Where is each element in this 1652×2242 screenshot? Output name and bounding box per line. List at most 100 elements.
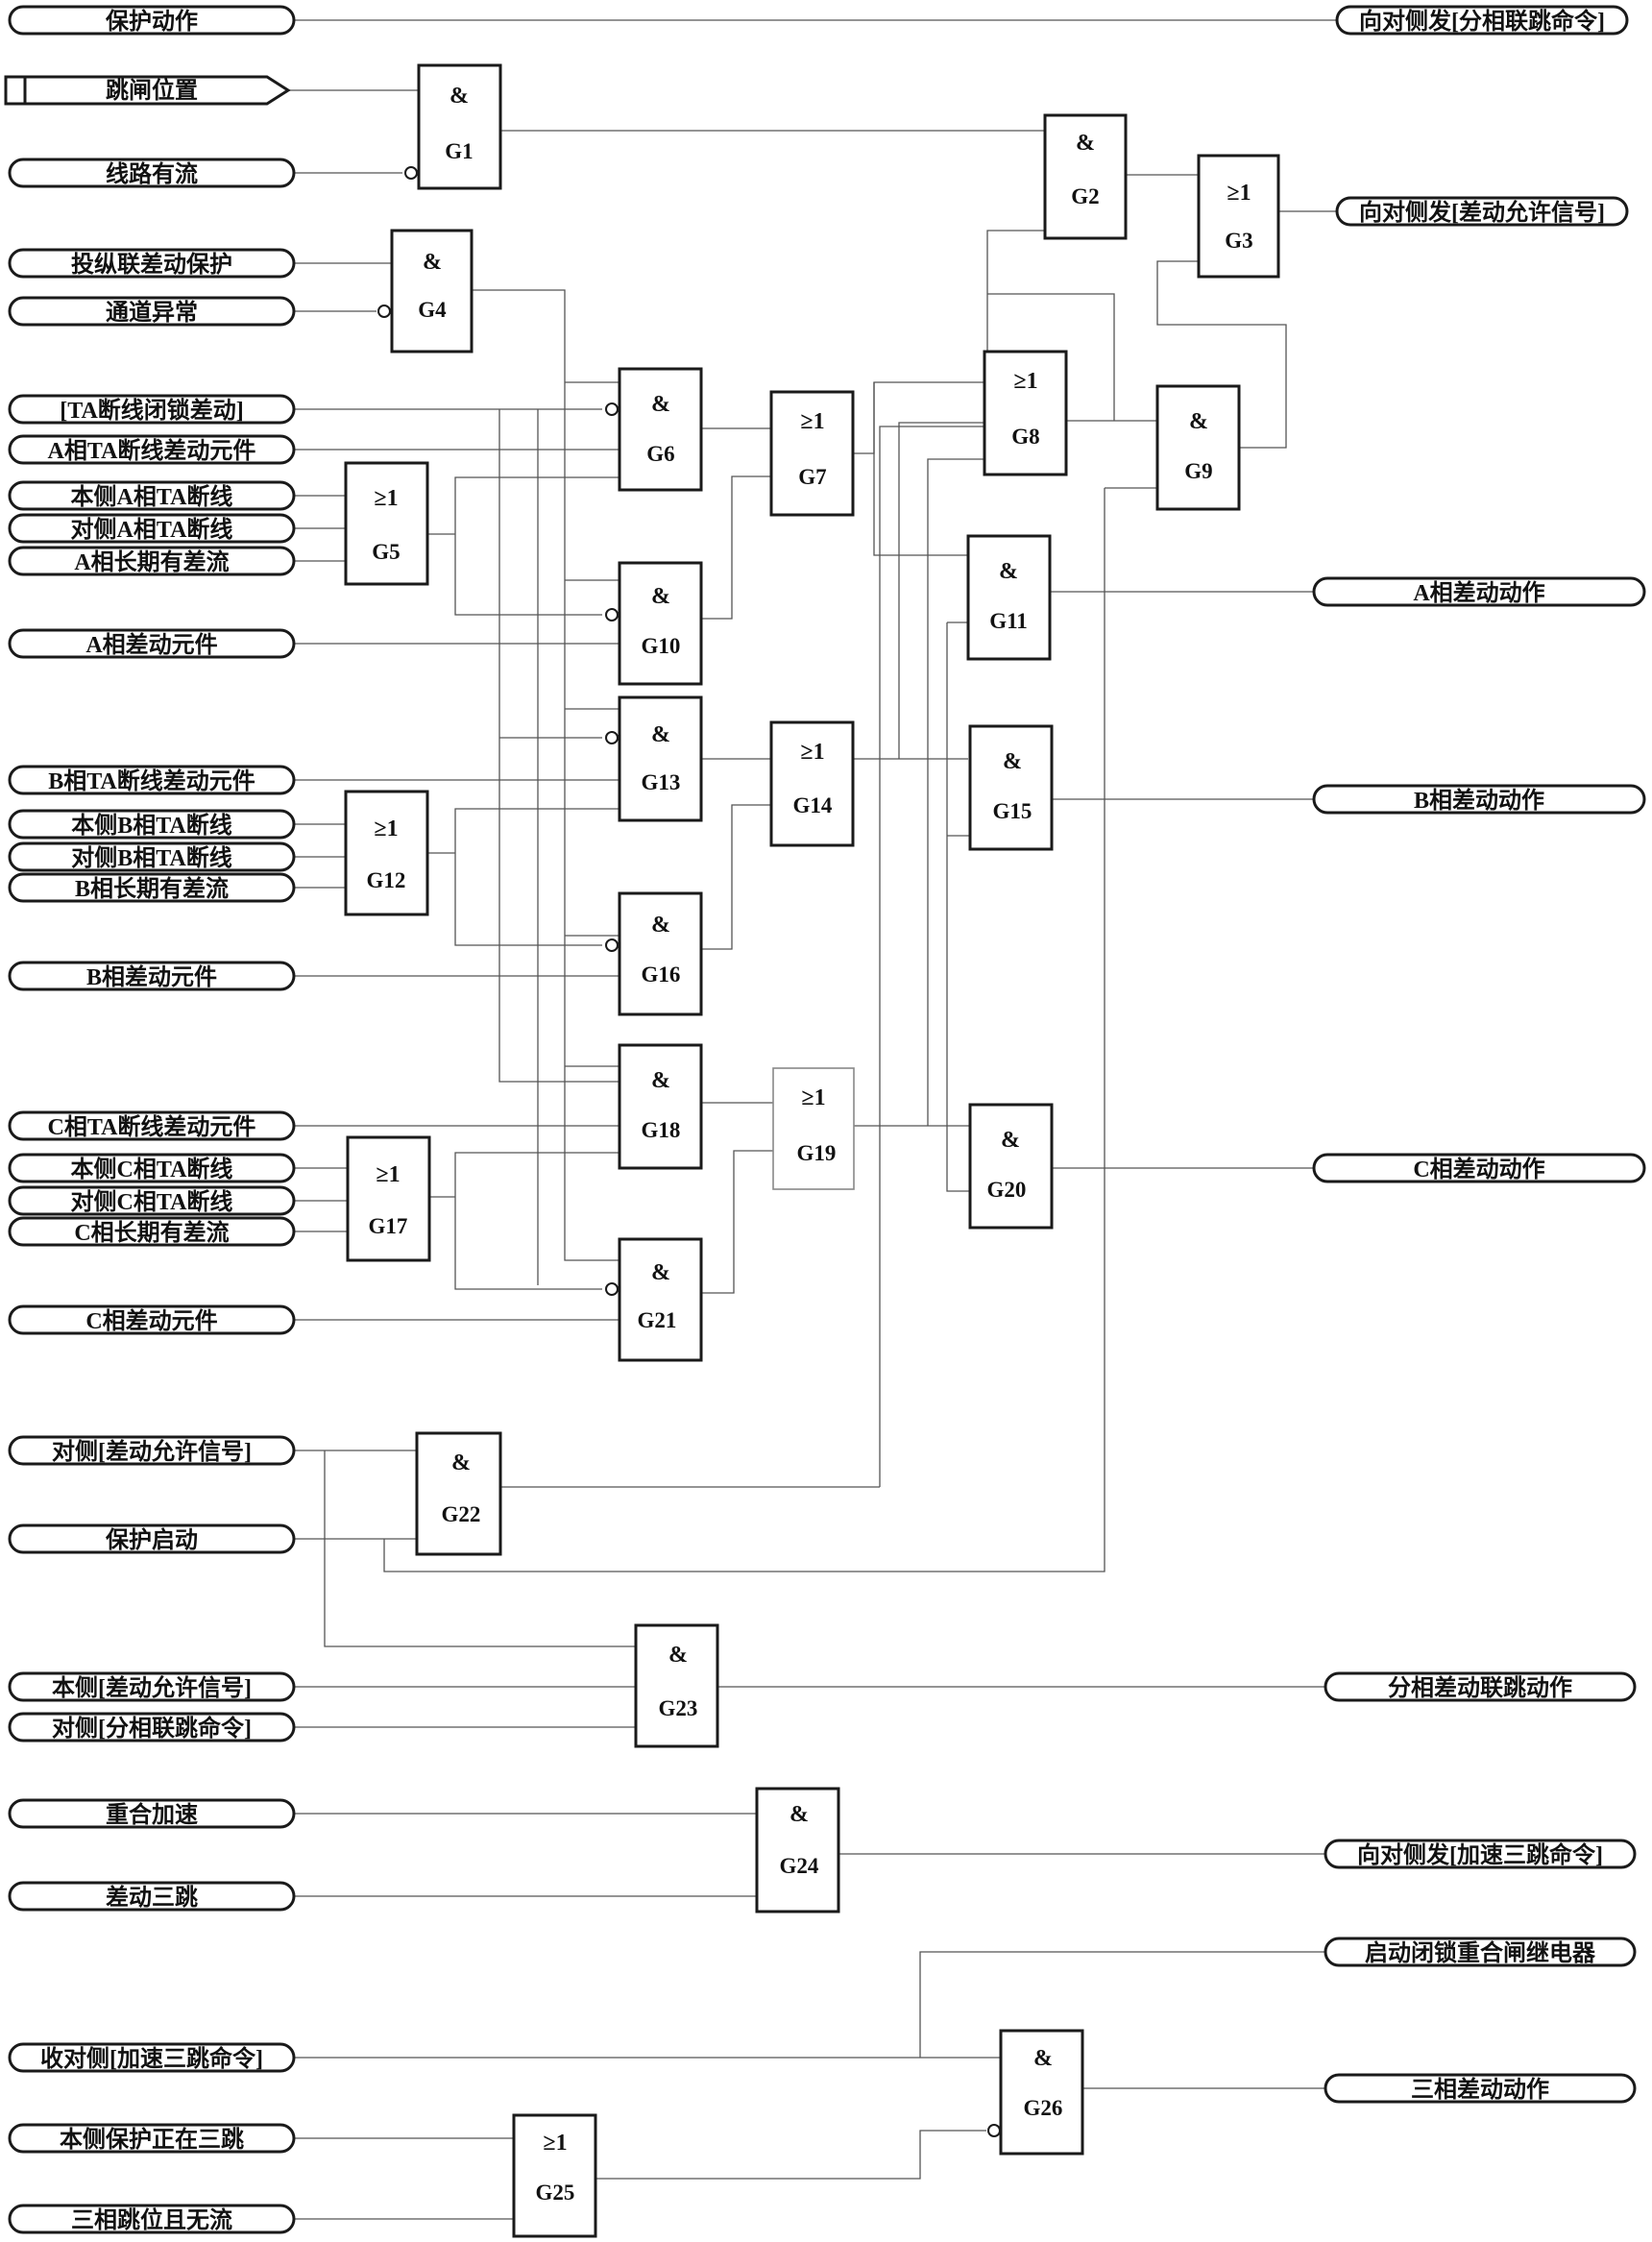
terminal-a-diff-elem [8,628,296,659]
gate-g5-name: G5 [372,540,400,564]
terminals: 保护动作 跳闸位置 线路有流 投纵联差动保护 通道异常 [TA断线闭锁差动] A… [4,5,1646,2234]
gate-g21-symbol: & [651,1260,670,1285]
gate-g7: ≥1 G7 [769,390,855,517]
gate-g13-name: G13 [642,770,681,794]
wires [289,19,1337,2220]
gate-g11-name: G11 [989,609,1028,633]
gate-g19: ≥1 G19 [772,1067,855,1190]
gate-g3: ≥1 G3 [1197,154,1280,279]
gate-g17: ≥1 G17 [346,1135,431,1262]
gate-g13-symbol: & [651,722,670,747]
negation-g16-in [605,938,619,952]
gate-g2: & G2 [1043,113,1128,240]
wire-g4-out [472,289,620,1261]
label-three-phase-act: 三相差动动作 [1411,2076,1549,2103]
terminal-a-local-ta [8,480,296,511]
gate-g19-symbol: ≥1 [801,1085,825,1110]
wire-g9-g2 [987,293,1115,421]
gate-g14-symbol: ≥1 [800,740,824,765]
wire-a-g5-in [294,495,346,562]
label-b-remote-ta: 对侧B相TA断线 [71,844,232,871]
label-recv-accel-trip: 收对侧[加速三跳命令] [40,2045,263,2072]
wire-g12-out [427,808,620,946]
terminal-b-remote-ta [8,841,296,872]
label-a-remote-ta: 对侧A相TA断线 [71,516,233,543]
gate-g15-symbol: & [1003,749,1022,774]
label-c-diff-act: C相差动动作 [1413,1156,1544,1182]
label-send-permit: 向对侧发[差动允许信号] [1359,199,1605,226]
terminal-b-local-ta [8,809,296,840]
gate-g18-name: G18 [642,1118,681,1142]
gate-g2-symbol: & [1076,131,1095,156]
label-channel-fault: 通道异常 [106,299,198,326]
gate-g16-symbol: & [651,913,670,938]
terminal-a-remote-ta [8,513,296,544]
wire-g7-g11 [873,382,968,556]
terminal-send-accel-trip [1324,1839,1637,1869]
gate-g26-symbol: & [1033,2046,1053,2071]
gate-g8-name: G8 [1011,425,1039,449]
gate-g23-symbol: & [668,1643,688,1668]
label-lock-reclose: 启动闭锁重合闸继电器 [1365,1939,1596,1966]
gate-g1: & G1 [417,63,502,190]
gate-g19-name: G19 [797,1141,837,1165]
gate-g12-symbol: ≥1 [374,816,398,841]
label-send-phase-trip: 向对侧发[分相联跳命令] [1359,8,1605,35]
gate-g5-symbol: ≥1 [374,486,398,511]
label-local-three-trip: 本侧保护正在三跳 [60,2126,244,2153]
gate-g10-symbol: & [651,584,670,609]
gate-g9-name: G9 [1184,459,1212,483]
negation-g21-in [605,1282,619,1296]
wire-g17-out [429,1152,620,1290]
terminal-enable-diff [8,248,296,279]
terminal-recv-accel-trip [8,2042,296,2073]
label-ta-lock: [TA断线闭锁差动] [60,397,244,424]
gates: & G1 & G2 ≥1 G3 & G4 ≥1 G5 & G6 [344,63,1280,2238]
terminal-remote-permit [8,1435,296,1466]
label-b-ta-elem: B相TA断线差动元件 [48,768,255,794]
terminal-channel-fault [8,296,296,327]
label-b-diff-elem: B相差动元件 [86,963,217,990]
terminal-line-current [8,158,296,188]
terminal-remote-phase-trip [8,1712,296,1742]
gate-g25-symbol: ≥1 [543,2131,567,2156]
terminal-b-diff-elem [8,961,296,991]
terminal-c-ta-elem [8,1110,296,1141]
terminal-send-phase-trip [1335,5,1629,36]
wire-start-g9 [383,488,1105,1572]
gate-g1-name: G1 [445,139,473,163]
gate-g9: & G9 [1155,384,1241,511]
label-reclose-accel: 重合加速 [106,1801,198,1828]
gate-g10: & G10 [618,561,703,686]
terminal-c-diff-elem [8,1304,296,1335]
negation-g10-in [605,608,619,621]
terminal-protect-act [8,5,296,36]
terminal-c-diff-act [1312,1153,1646,1183]
wire-g19-g8 [927,458,984,1126]
gate-g11-symbol: & [999,559,1018,584]
label-protect-start: 保护启动 [105,1526,198,1553]
gate-g8-symbol: ≥1 [1013,369,1037,394]
label-c-local-ta: 本侧C相TA断线 [71,1156,233,1182]
gate-g6-name: G6 [646,442,674,466]
gate-g18: & G18 [618,1043,703,1170]
gate-g22: & G22 [415,1431,502,1556]
gate-g6-symbol: & [651,392,670,417]
label-protect-act: 保护动作 [105,9,198,35]
terminal-b-long-diff [8,872,296,903]
gate-g13: & G13 [618,695,703,822]
terminal-b-ta-elem [8,765,296,795]
gate-g24-symbol: & [790,1802,809,1827]
gate-g5: ≥1 G5 [344,461,429,586]
wire-c-g17-in [294,1167,348,1232]
label-line-current: 线路有流 [106,160,198,187]
terminal-local-three-trip [8,2123,296,2154]
label-remote-phase-trip: 对侧[分相联跳命令] [52,1715,252,1742]
gate-g6: & G6 [618,367,703,492]
label-send-accel-trip: 向对侧发[加速三跳命令] [1357,1841,1603,1868]
label-local-permit: 本侧[差动允许信号] [52,1674,252,1701]
gate-g8: ≥1 G8 [983,350,1068,476]
gate-g14: ≥1 G14 [769,720,855,847]
label-a-ta-elem: A相TA断线差动元件 [48,437,256,464]
terminal-reclose-accel [8,1798,296,1829]
